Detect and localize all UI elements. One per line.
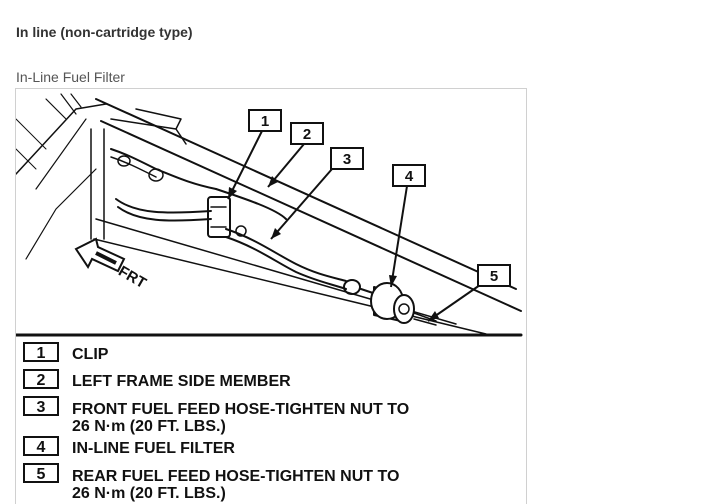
legend-item-4: 4 IN-LINE FUEL FILTER	[23, 436, 235, 457]
legend-item-3-num: 3	[37, 399, 46, 416]
fuel-filter-diagram: FRT 1 2 3	[15, 88, 527, 504]
front-direction-arrow: FRT	[74, 237, 149, 292]
legend-item-3-text-line-2: 26 N·m (20 FT. LBS.)	[72, 418, 226, 435]
callout-5-label: 5	[490, 268, 498, 285]
callout-4-label: 4	[405, 168, 414, 185]
legend-item-4-text: IN-LINE FUEL FILTER	[72, 440, 235, 457]
callout-1-label: 1	[261, 113, 269, 130]
legend-item-1: 1 CLIP	[23, 342, 109, 363]
legend-item-4-num: 4	[37, 439, 46, 456]
figure-caption: In-Line Fuel Filter	[16, 69, 125, 85]
callout-2-label: 2	[303, 126, 311, 143]
legend-item-3: 3 FRONT FUEL FEED HOSE-TIGHTEN NUT TO 26…	[23, 396, 409, 435]
legend-item-5-num: 5	[37, 466, 46, 483]
legend-item-5-text-line-2: 26 N·m (20 FT. LBS.)	[72, 485, 226, 502]
legend-item-5-text-line-1: REAR FUEL FEED HOSE-TIGHTEN NUT TO	[72, 468, 399, 485]
frt-label: FRT	[115, 263, 149, 292]
callouts: 1 2 3 4	[227, 109, 511, 322]
legend-item-2-num: 2	[37, 372, 46, 389]
callout-4: 4	[389, 164, 426, 288]
callout-2: 2	[267, 122, 324, 188]
section-heading: In line (non-cartridge type)	[16, 24, 193, 40]
legend-item-3-text-line-1: FRONT FUEL FEED HOSE-TIGHTEN NUT TO	[72, 401, 409, 418]
legend-item-5: 5 REAR FUEL FEED HOSE-TIGHTEN NUT TO 26 …	[23, 463, 399, 502]
legend: 1 CLIP 2 LEFT FRAME SIDE MEMBER 3 FRONT …	[23, 342, 409, 502]
legend-item-2-text: LEFT FRAME SIDE MEMBER	[72, 373, 291, 390]
callout-1: 1	[227, 109, 282, 200]
legend-item-1-text: CLIP	[72, 346, 109, 363]
callout-3-label: 3	[343, 151, 351, 168]
fuel-line-drawing	[110, 148, 437, 326]
legend-item-1-num: 1	[37, 345, 46, 362]
callout-3: 3	[270, 147, 364, 240]
diagram-svg: FRT 1 2 3	[16, 93, 523, 502]
callout-5: 5	[427, 264, 511, 322]
frame-side-member-drawing	[16, 93, 523, 337]
legend-item-2: 2 LEFT FRAME SIDE MEMBER	[23, 369, 291, 390]
